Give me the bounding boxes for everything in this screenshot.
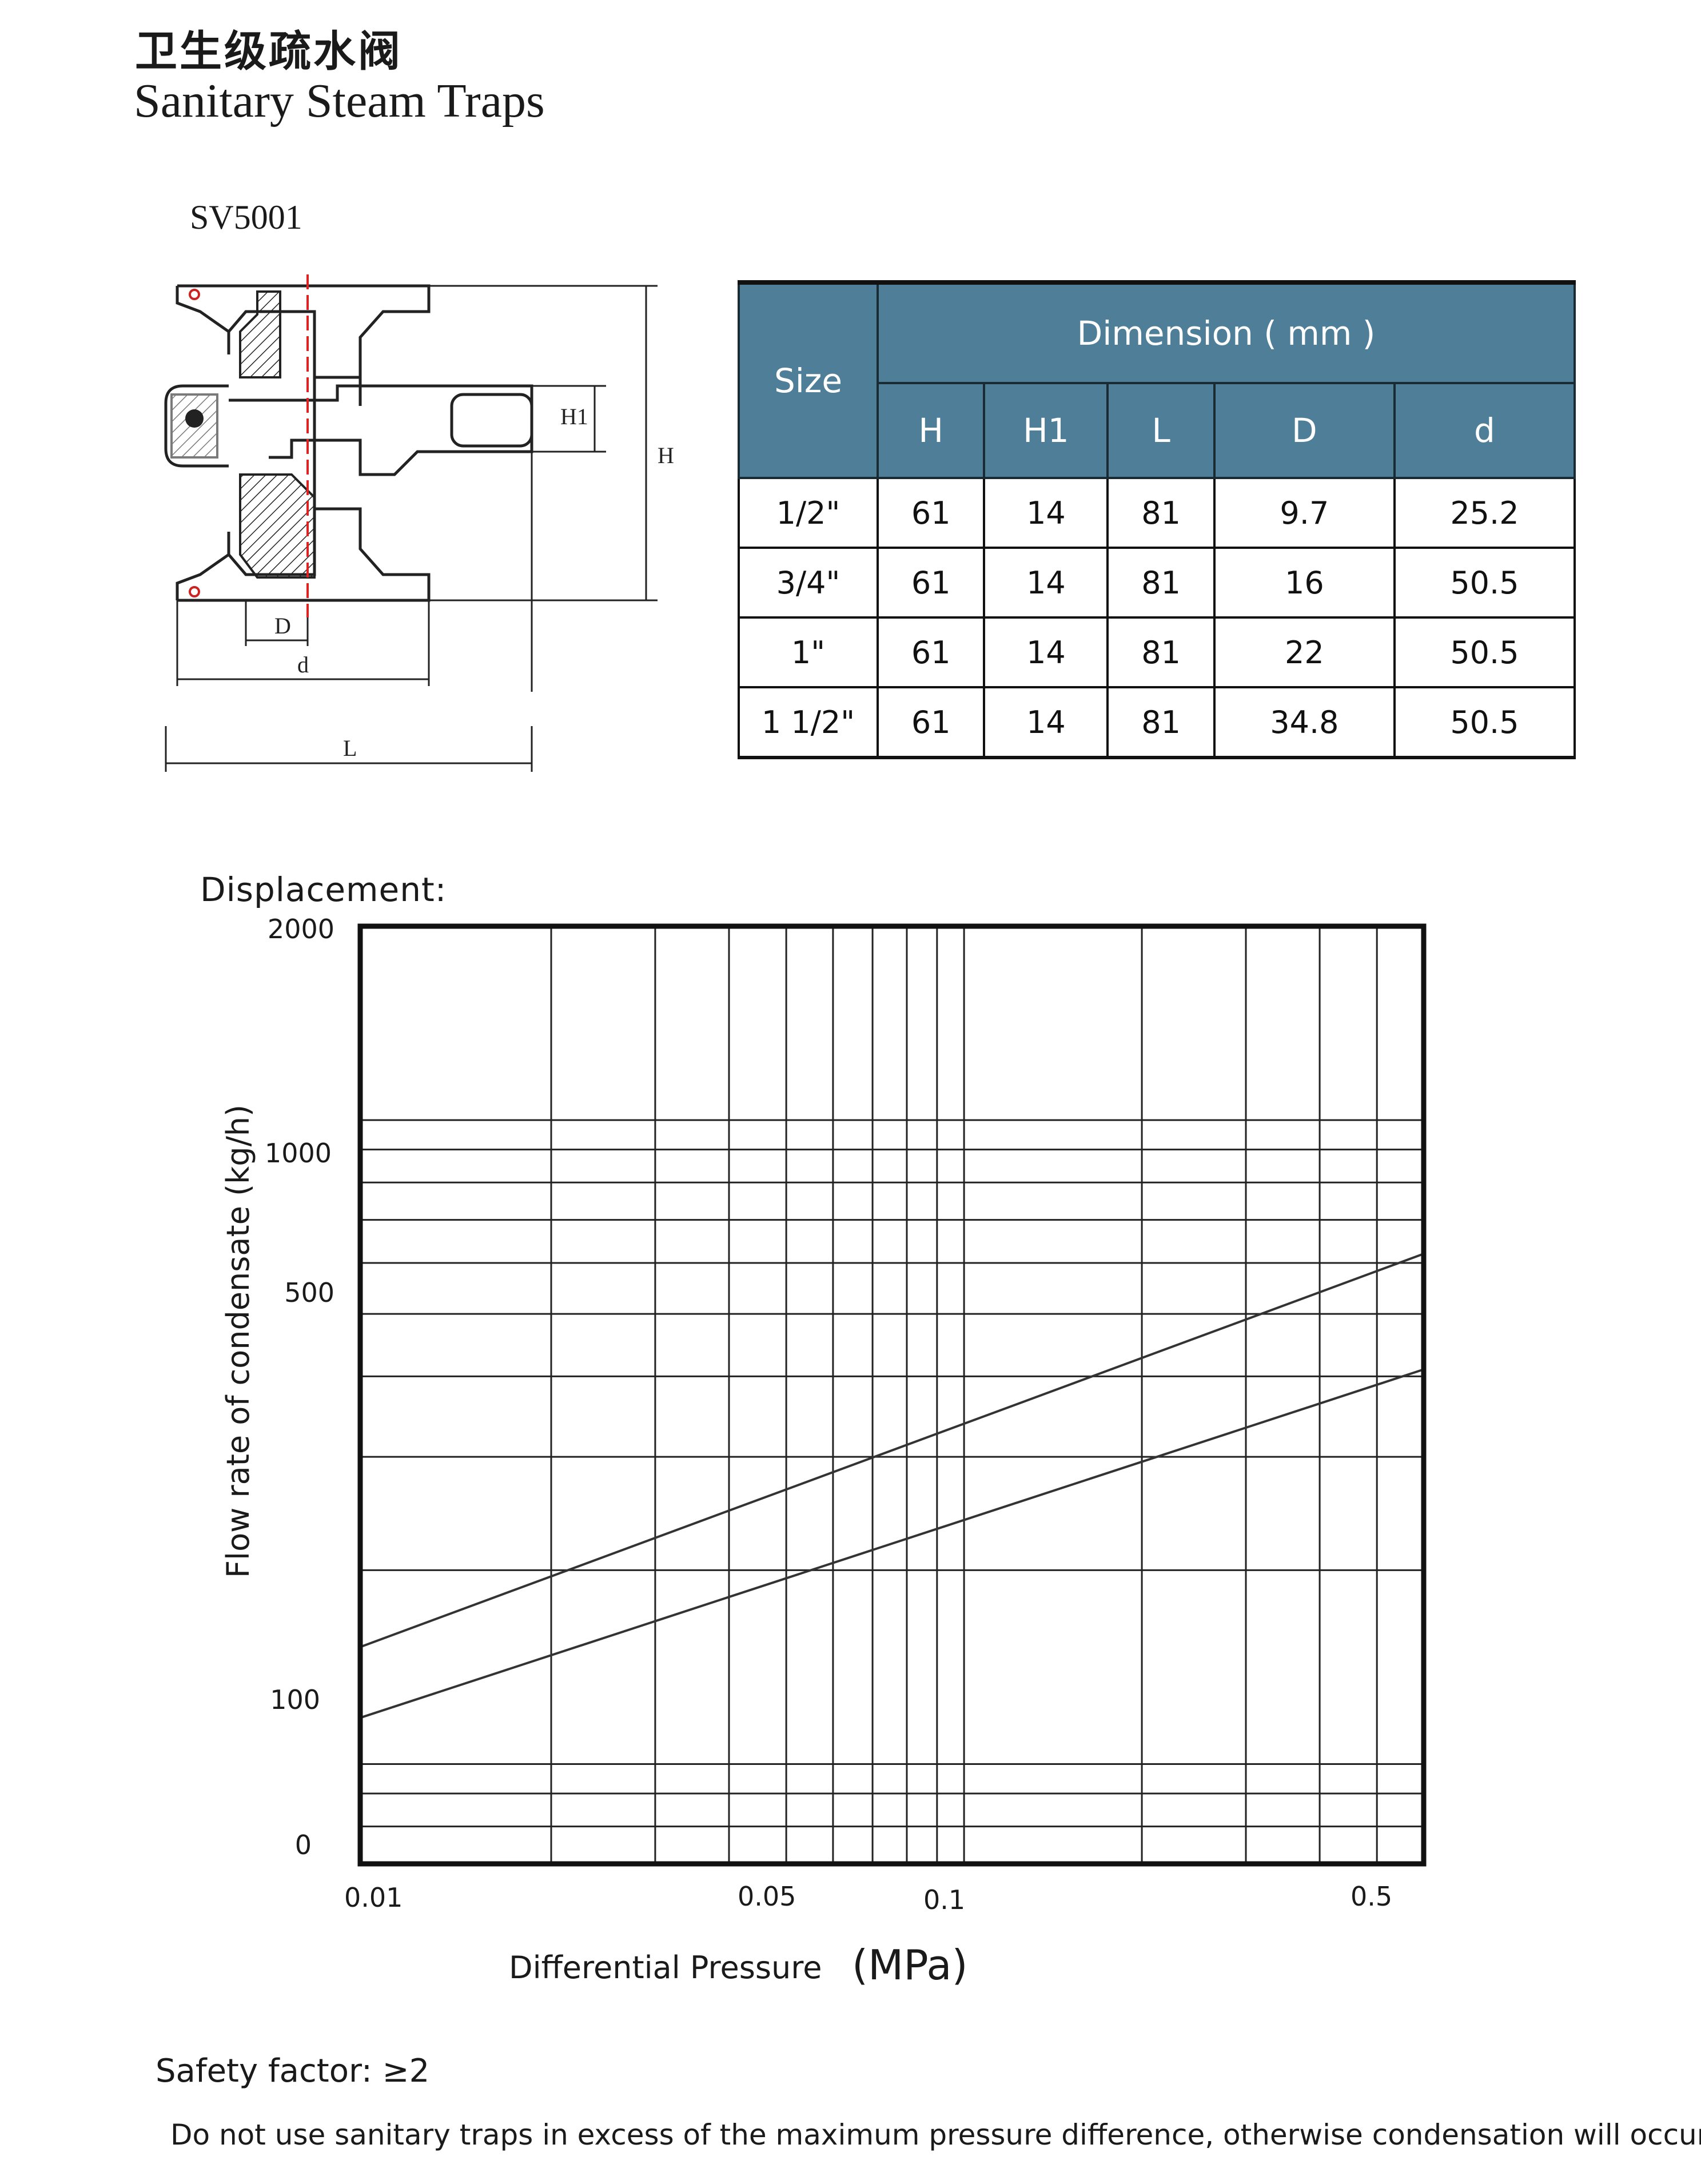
x-tick-label: 0.05 xyxy=(738,1881,796,1912)
table-cell: 34.8 xyxy=(1213,686,1396,759)
table-cell: 16 xyxy=(1213,547,1396,619)
y-tick-label: 1000 xyxy=(264,1138,332,1169)
table-cell: 61 xyxy=(876,547,986,619)
series-line xyxy=(360,1368,1424,1719)
table-row: 1 1/2" 61 14 81 34.8 50.5 xyxy=(738,686,1576,759)
dim-label-L: L xyxy=(343,735,357,761)
table-row: 3/4" 61 14 81 16 50.5 xyxy=(738,547,1576,619)
table-cell: 50.5 xyxy=(1393,547,1576,619)
series-line xyxy=(360,1253,1424,1648)
page-title-cn: 卫生级疏水阀 xyxy=(135,27,403,76)
table-row: 1" 61 14 81 22 50.5 xyxy=(738,616,1576,688)
table-cell: 81 xyxy=(1106,547,1216,619)
table-cell: 3/4" xyxy=(738,547,879,619)
table-cell: 1/2" xyxy=(738,477,879,549)
table-cell: 14 xyxy=(983,616,1109,688)
dim-label-d: d xyxy=(297,652,309,677)
column-header: H1 xyxy=(983,382,1109,479)
dimension-group-header: Dimension ( mm ) xyxy=(877,281,1576,384)
x-tick-label: 0.5 xyxy=(1351,1881,1393,1912)
table-cell: 22 xyxy=(1213,616,1396,688)
table-cell: 50.5 xyxy=(1393,616,1576,688)
table-cell: 1" xyxy=(738,616,879,688)
column-header: D xyxy=(1213,382,1396,479)
dim-label-D: D xyxy=(274,613,291,639)
table-cell: 1 1/2" xyxy=(738,686,879,759)
table-cell: 61 xyxy=(876,477,986,549)
table-cell: 50.5 xyxy=(1393,686,1576,759)
table-cell: 81 xyxy=(1106,477,1216,549)
table-cell: 81 xyxy=(1106,686,1216,759)
column-header: L xyxy=(1106,382,1216,479)
displacement-label: Displacement: xyxy=(200,870,447,909)
dimension-table: Size Dimension ( mm ) H H1 L D d 1/2" 61… xyxy=(738,280,1576,759)
table-cell: 14 xyxy=(983,686,1109,759)
model-number: SV5001 xyxy=(190,198,302,236)
plot-frame xyxy=(357,923,1427,1867)
column-header: H xyxy=(876,382,986,479)
usage-note: Do not use sanitary traps in excess of t… xyxy=(170,2118,1701,2151)
table-cell: 61 xyxy=(876,616,986,688)
size-header: Size xyxy=(738,281,879,479)
column-header: d xyxy=(1393,382,1576,479)
x-axis-unit: (MPa) xyxy=(852,1941,968,1989)
y-axis-label: Flow rate of condensate (kg/h) xyxy=(220,1104,256,1578)
dim-label-H: H xyxy=(658,443,674,468)
table-cell: 61 xyxy=(876,686,986,759)
table-cell: 9.7 xyxy=(1213,477,1396,549)
table-cell: 14 xyxy=(983,477,1109,549)
page-title-en: Sanitary Steam Traps xyxy=(134,74,545,127)
x-axis-label: Differential Pressure xyxy=(509,1950,822,1986)
y-tick-label: 2000 xyxy=(267,914,334,944)
table-cell: 25.2 xyxy=(1393,477,1576,549)
x-tick-label: 0.1 xyxy=(923,1884,966,1915)
dim-label-H1: H1 xyxy=(560,404,588,429)
steam-trap-drawing: H H1 D d L xyxy=(164,274,674,772)
safety-factor: Safety factor: ≥2 xyxy=(156,2053,430,2090)
y-tick-label: 0 xyxy=(294,1830,312,1860)
x-tick-label: 0.01 xyxy=(344,1882,403,1913)
table-cell: 81 xyxy=(1106,616,1216,688)
table-cell: 14 xyxy=(983,547,1109,619)
table-row: 1/2" 61 14 81 9.7 25.2 xyxy=(738,477,1576,549)
displacement-chart xyxy=(357,923,1427,1867)
y-tick-label: 100 xyxy=(270,1684,320,1715)
y-tick-label: 500 xyxy=(284,1277,334,1308)
